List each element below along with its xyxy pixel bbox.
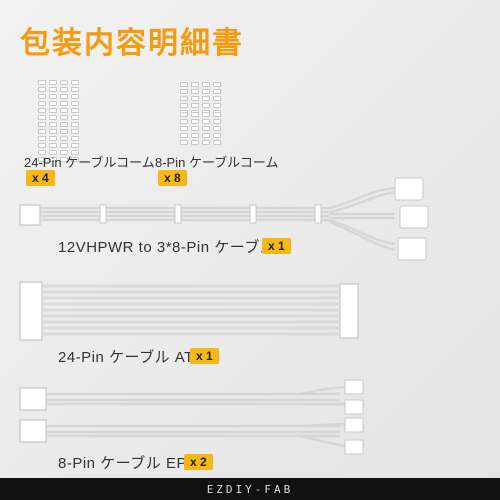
cable12v-qty-badge: x 1 [262,238,291,254]
comb-24pin-image [38,80,79,162]
comb-8pin-image-bottom [180,112,221,145]
cable-12vhpwr-image [19,177,429,261]
cableeps-qty-badge: x 2 [184,454,213,470]
comb [60,80,68,162]
cableeps-label: 8-Pin ケーブル EPS [58,455,198,472]
brand-footer: EZDIY-FAB [0,478,500,500]
cable-atx-image [19,281,359,341]
comb24-qty-badge: x 4 [26,170,55,186]
comb8-qty-badge: x 8 [158,170,187,186]
comb8-label: 8-Pin ケーブルコーム [155,155,279,170]
comb [71,80,79,162]
page-title: 包装内容明細書 [20,26,244,61]
cable-eps-image [19,379,364,455]
comb24-label: 24-Pin ケーブルコーム [24,155,155,170]
comb [49,80,57,162]
comb [38,80,46,162]
cable12v-label: 12VHPWR to 3*8-Pin ケーブル [58,239,276,256]
cableatx-label: 24-Pin ケーブル ATX [58,349,205,366]
cableatx-qty-badge: x 1 [190,348,219,364]
brand-logo-text: EZDIY-FAB [206,482,294,496]
